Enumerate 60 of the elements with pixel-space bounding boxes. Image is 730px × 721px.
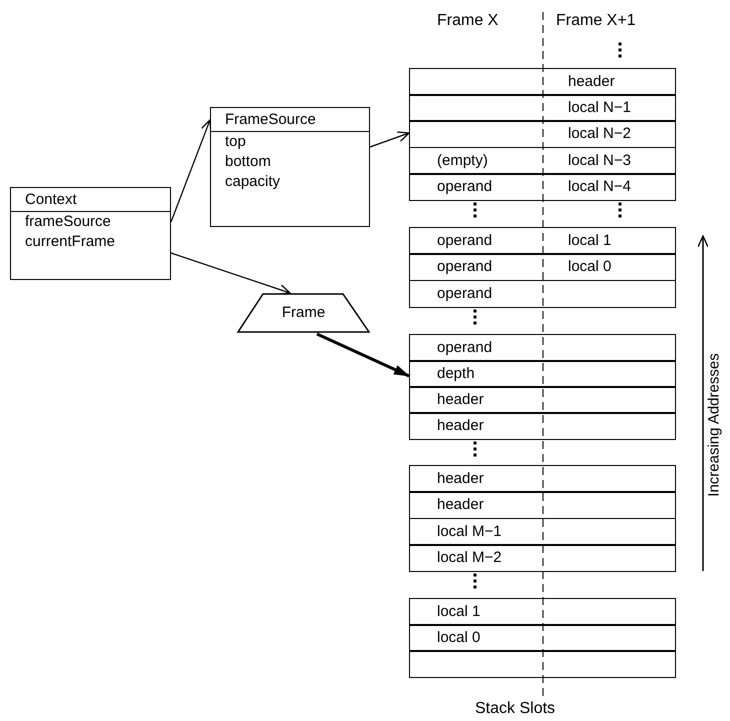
slot-label: header — [437, 390, 484, 409]
class-box — [210, 107, 370, 227]
slot-label: header — [437, 469, 484, 488]
slot-label: depth — [437, 364, 475, 383]
stack-slot — [409, 491, 676, 518]
slot-label: (empty) — [437, 151, 488, 170]
slot-label: operand — [437, 284, 492, 303]
stack-slot — [409, 650, 676, 678]
stack-slot — [409, 544, 676, 572]
stack-slot — [409, 227, 676, 254]
stack-slot — [409, 598, 676, 626]
arrow — [170, 119, 212, 222]
stack-slot — [409, 94, 676, 122]
arrow — [316, 332, 410, 378]
field-name: frameSource — [24, 212, 112, 232]
column-heading: Frame X+1 — [556, 12, 636, 30]
slot-label: local N−3 — [568, 151, 631, 170]
field-name: currentFrame — [24, 232, 116, 252]
slot-label: operand — [437, 177, 492, 196]
column-heading: Frame X — [437, 12, 498, 30]
field-name: bottom — [224, 152, 272, 172]
field-name: top — [224, 132, 247, 152]
stack-slot — [409, 412, 676, 440]
slot-label: operand — [437, 257, 492, 276]
stack-slot — [409, 386, 676, 414]
class-name: FrameSource — [211, 108, 369, 132]
slot-label: operand — [437, 338, 492, 357]
slot-label: local 0 — [437, 628, 480, 647]
axis-label: Stack Slots — [475, 700, 556, 718]
node-label: Frame — [282, 303, 326, 322]
stack-slot — [409, 280, 676, 308]
slot-label: local 1 — [568, 231, 612, 250]
slot-label: header — [437, 495, 484, 514]
slot-label: header — [568, 72, 615, 91]
stack-slot — [409, 68, 676, 96]
stack-slot — [409, 465, 676, 492]
arrow — [170, 252, 291, 295]
trapezoid-node — [237, 293, 370, 333]
class-box — [10, 187, 171, 280]
stack-slot — [409, 518, 676, 546]
slot-label: local N−2 — [568, 124, 631, 143]
stack-slot — [409, 147, 676, 174]
slot-label: local M−1 — [437, 522, 502, 541]
slot-label: local 0 — [568, 257, 612, 276]
slot-label: local N−1 — [568, 98, 631, 117]
slot-label: operand — [437, 231, 492, 250]
slot-label: local M−2 — [437, 548, 502, 567]
arrow — [370, 131, 410, 148]
direction-label: Increasing Addresses — [706, 353, 722, 497]
class-name: Context — [11, 188, 170, 212]
slot-label: local 1 — [437, 602, 480, 621]
slot-label: header — [437, 416, 484, 435]
stack-slot — [409, 624, 676, 652]
stack-slot — [409, 173, 676, 200]
stack-slot — [409, 360, 676, 388]
stack-slot — [409, 120, 676, 148]
field-name: capacity — [224, 172, 282, 192]
stack-slot — [409, 334, 676, 362]
slot-label: local N−4 — [568, 177, 631, 196]
stack-slot — [409, 253, 676, 280]
